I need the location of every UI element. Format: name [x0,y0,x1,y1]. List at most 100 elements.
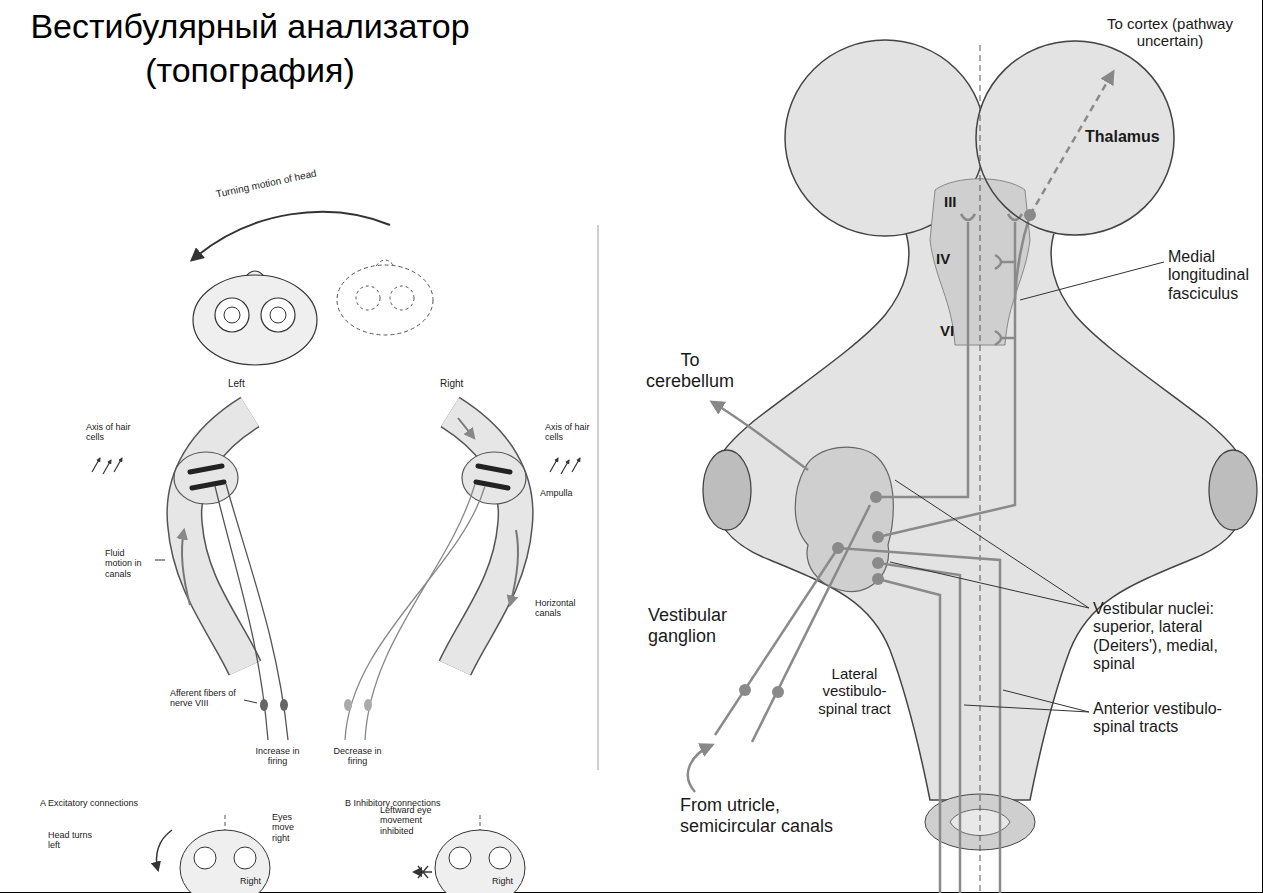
illustration-path [878,563,960,893]
axis-label: Axis of hair cells [545,422,595,443]
illustration-path [1015,215,1030,300]
illustration-path [712,402,808,470]
thalamus-shape: Thalamus [975,40,1175,236]
illustration-circle [489,847,511,869]
illustration-line [980,45,981,893]
slide-title: Вестибулярный анализатор (топография) [15,4,485,92]
illustration-path [365,484,475,740]
structure-label: Vestibular ganglion [648,605,748,646]
illustration-path [226,484,288,740]
illustration-path [450,412,516,668]
illustration-path [192,212,390,260]
illustration-path [114,458,122,472]
illustration-path [510,530,518,605]
illustration-path [103,460,111,474]
illustration-path [184,412,250,668]
illustration-circle [194,847,216,869]
thalamus-ellipse [976,41,1174,235]
illustration-path [878,222,1015,537]
illustration-circle [832,542,844,554]
side-label: Right [440,378,463,390]
illustration-g [688,214,1030,893]
illustration-ellipse [344,699,352,711]
illustration-circle [215,298,249,332]
side-label: Right [492,876,513,886]
illustration-path [1003,690,1089,712]
firing-label: Increase in firing [250,746,305,767]
illustration-circle [224,307,240,323]
illustration-g [739,209,1036,698]
illustration-ellipse [280,699,288,711]
illustration-circle [739,684,751,696]
illustration-path [157,830,172,870]
illustration-path [1002,261,1015,264]
structure-name: Thalamus [1085,128,1160,146]
illustration-path [450,412,516,668]
motion-label: Leftward eye movement inhibited [380,805,445,836]
illustration-circle [356,286,380,310]
illustration-path [550,458,558,472]
illustration-line [597,225,599,770]
illustration-path [345,486,485,740]
illustration-circle [872,531,884,543]
illustration-ellipse [925,794,1035,850]
nerve-nucleus-label: III [944,193,957,210]
illustration-path [961,214,975,220]
illustration-ellipse [435,830,525,893]
illustration-ellipse [785,40,985,236]
illustration-circle [261,298,295,332]
illustration-circle [449,847,471,869]
illustration-path [1002,337,1015,340]
illustration-path [895,480,1089,608]
firing-label: Decrease in firing [330,746,385,767]
structure-label: Medial longitudinal fasciculus [1168,248,1258,303]
illustration-ellipse [193,275,317,365]
illustration-path [878,579,940,893]
nerve-nucleus-label: VI [940,322,954,339]
illustration-path [215,486,268,740]
illustration-path [92,458,100,472]
illustration-circle [872,557,884,569]
illustration-path [458,418,474,438]
illustration-path [995,331,1001,345]
illustration-path [182,530,190,605]
illustration-line [478,466,510,472]
illustration-ellipse [174,452,238,504]
illustration-line [155,560,165,561]
illustration-line [244,700,257,703]
illustration-ellipse [703,450,751,530]
motion-label: Eyes move right [272,812,314,843]
illustration-line [476,482,508,488]
illustration-circle [270,307,286,323]
illustration-ellipse [337,265,433,335]
illustration-line [1262,0,1263,893]
pathway-label: From utricle, semicircular canals [680,795,860,836]
illustration-circle [1024,209,1036,221]
illustration-path [184,412,250,668]
side-label: Right [240,876,261,886]
illustration-path [376,260,394,266]
nerve-label: Afferent fibers of nerve VIII [170,688,242,709]
illustration-ellipse [1209,450,1257,530]
illustration-ellipse [975,40,1175,236]
illustration-path [418,866,428,878]
part-label: Fluid motion in canals [105,548,153,579]
illustration-ellipse [260,699,268,711]
part-label: Ampulla [540,488,573,498]
illustration-line [192,482,224,488]
axis-label: Axis of hair cells [86,422,136,443]
illustration-path [876,222,968,497]
motion-label: Turning motion of head [215,167,318,200]
illustration-path [995,255,1001,269]
illustration-circle [870,491,882,503]
side-label: Left [228,378,245,390]
illustration-path [964,705,1089,712]
illustration-path [838,548,1000,893]
illustration-path [795,447,893,591]
illustration-line [190,466,222,472]
illustration-circle [772,686,784,698]
nerve-nucleus-label: IV [936,250,950,267]
illustration-circle [390,286,414,310]
